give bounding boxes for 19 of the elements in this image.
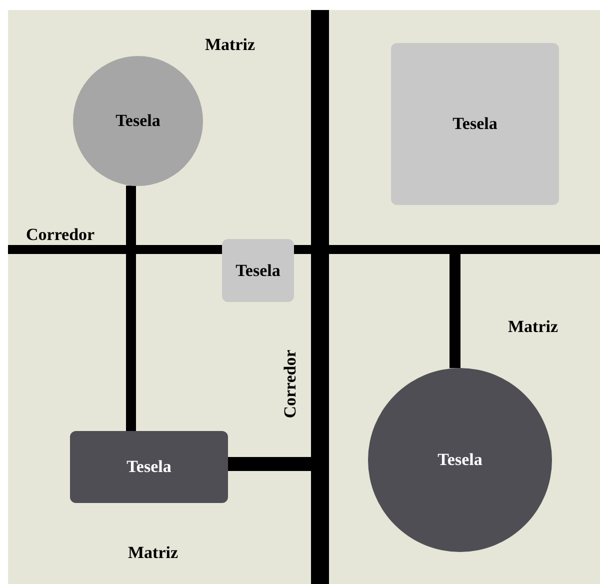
patch-label: Tesela <box>116 111 160 131</box>
matrix-label: Matriz <box>205 35 256 55</box>
matrix-label: Matriz <box>508 317 558 337</box>
patch-rectangle <box>222 239 294 302</box>
patch-circle <box>73 56 203 186</box>
corridor-connector <box>228 457 311 471</box>
patch-label: Tesela <box>236 260 280 280</box>
corridor-label: Corredor <box>280 350 300 418</box>
patch-label: Tesela <box>452 114 498 134</box>
patch-label: Tesela <box>438 450 482 470</box>
corridor-connector <box>126 186 136 431</box>
corridor-connector <box>450 254 460 368</box>
patch-rectangle <box>391 43 559 205</box>
matrix-label: Matriz <box>128 543 178 563</box>
patch-rectangle <box>70 431 228 503</box>
corridor-label: Corredor <box>26 225 95 245</box>
patch-circle <box>368 368 552 552</box>
corridor-bar <box>311 10 329 584</box>
patch-label: Tesela <box>126 457 172 477</box>
